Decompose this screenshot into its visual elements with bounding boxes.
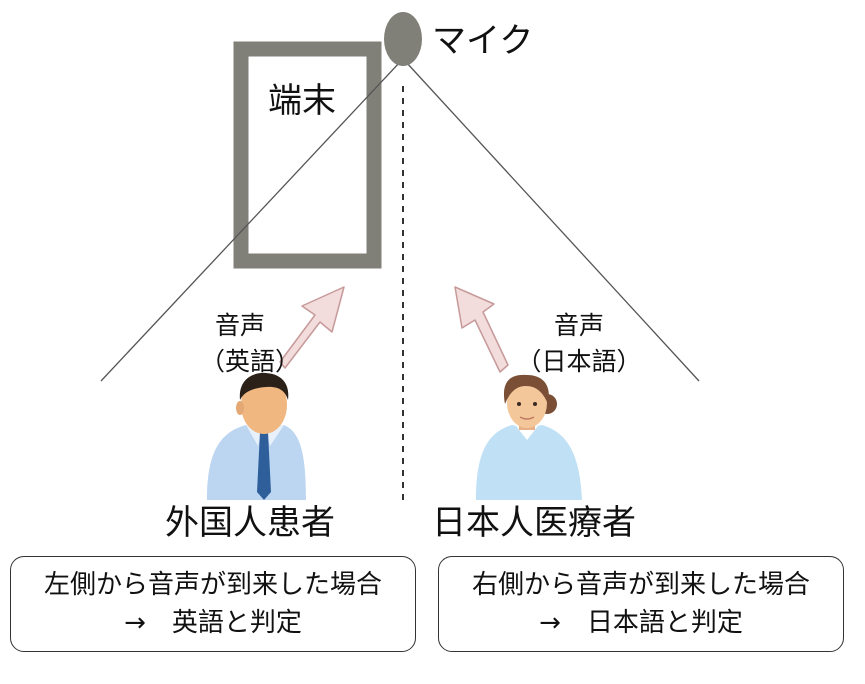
left-voice-line2: （英語） bbox=[200, 347, 301, 376]
left-rule-line1: 左側から音声が到来した場合 bbox=[43, 570, 382, 600]
left-pickup-line bbox=[100, 61, 401, 382]
right-voice-line2: （日本語） bbox=[516, 347, 642, 376]
clinician-label: 日本人医療者 bbox=[432, 503, 636, 543]
patient-icon bbox=[207, 372, 306, 500]
right-rule-line2: → 日本語と判定 bbox=[539, 608, 743, 638]
left-voice-line1: 音声 bbox=[214, 311, 265, 340]
clinician-icon bbox=[476, 374, 582, 500]
left-rule-line2: → 英語と判定 bbox=[124, 608, 302, 638]
terminal-label: 端末 bbox=[268, 81, 336, 121]
left-rule-box: 左側から音声が到来した場合 → 英語と判定 bbox=[10, 556, 416, 652]
right-voice-line1: 音声 bbox=[553, 311, 604, 340]
left-voice-label: 音声 （英語） bbox=[200, 308, 301, 380]
terminal-frame bbox=[233, 41, 382, 269]
mic-icon bbox=[384, 12, 422, 66]
right-rule-box: 右側から音声が到来した場合 → 日本語と判定 bbox=[438, 556, 844, 652]
left-voice-arrow bbox=[279, 286, 345, 369]
mic-label: マイク bbox=[432, 21, 534, 61]
right-voice-arrow bbox=[454, 286, 509, 373]
right-rule-line1: 右側から音声が到来した場合 bbox=[471, 570, 810, 600]
right-pickup-line bbox=[405, 61, 700, 382]
right-voice-label: 音声 （日本語） bbox=[516, 308, 642, 380]
patient-label: 外国人患者 bbox=[165, 503, 335, 543]
